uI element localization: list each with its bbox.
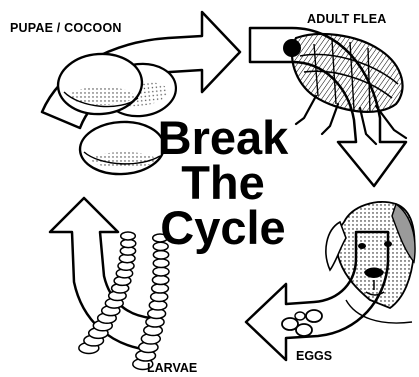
- larva-segment: [121, 232, 136, 240]
- larvae-label: LARVAE: [147, 362, 197, 375]
- egg: [306, 310, 322, 322]
- egg: [295, 312, 305, 320]
- title-line-3: Cycle: [148, 205, 298, 250]
- adult-flea-illustration: [283, 34, 406, 144]
- larva-segment: [153, 267, 169, 276]
- adult-flea-label: ADULT FLEA: [307, 13, 387, 26]
- pupae-cocoon-label: PUPAE / COCOON: [10, 22, 122, 35]
- egg: [296, 324, 312, 336]
- title-line-1: Break: [148, 115, 298, 160]
- flea-body: [292, 34, 403, 112]
- larva-segment: [153, 259, 169, 268]
- eggs-label: EGGS: [296, 350, 332, 363]
- dog-eye: [358, 243, 366, 249]
- title-line-2: The: [148, 160, 298, 205]
- break-the-cycle-title: Break The Cycle: [148, 115, 298, 250]
- flea-head: [283, 39, 301, 57]
- larva-segment: [152, 275, 168, 284]
